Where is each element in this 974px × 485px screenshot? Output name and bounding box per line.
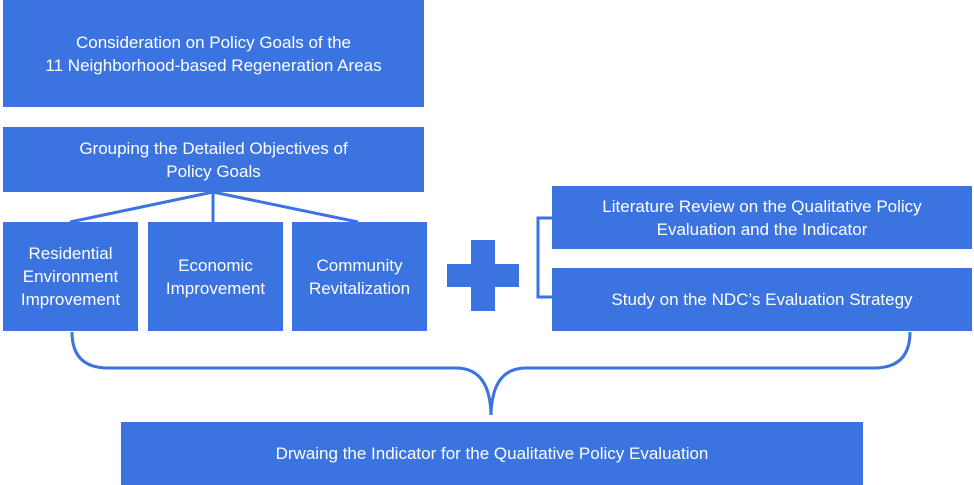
connector-grouping-residential bbox=[69, 190, 214, 224]
literature-review-text: Literature Review on the Qualitative Pol… bbox=[602, 196, 922, 239]
objective-box-economic: Economic Improvement bbox=[148, 222, 283, 331]
objective-text-residential: Residential Environment Improvement bbox=[20, 244, 121, 309]
ndc-strategy-text: Study on the NDC’s Evaluation Strategy bbox=[611, 290, 913, 309]
bottom-curly-brace bbox=[70, 331, 912, 416]
right-boxes-bracket bbox=[536, 216, 552, 299]
ndc-strategy-box: Study on the NDC’s Evaluation Strategy bbox=[552, 268, 972, 331]
literature-review-box: Literature Review on the Qualitative Pol… bbox=[552, 186, 972, 249]
grouping-objectives-text: Grouping the Detailed Objectives of Poli… bbox=[79, 138, 348, 181]
connector-grouping-community bbox=[212, 190, 359, 224]
plus-icon bbox=[447, 240, 519, 311]
policy-goals-consideration-box: Consideration on Policy Goals of the 11 … bbox=[3, 0, 424, 107]
objective-text-economic: Economic Improvement bbox=[165, 255, 266, 298]
objective-text-community: Community Revitalization bbox=[308, 255, 411, 298]
grouping-objectives-box: Grouping the Detailed Objectives of Poli… bbox=[3, 127, 424, 192]
objective-box-community: Community Revitalization bbox=[292, 222, 427, 331]
drawing-indicator-text: Drwaing the Indicator for the Qualitativ… bbox=[275, 444, 709, 463]
objective-box-residential: Residential Environment Improvement bbox=[3, 222, 138, 331]
policy-goals-consideration-text: Consideration on Policy Goals of the 11 … bbox=[45, 32, 382, 75]
drawing-indicator-box: Drwaing the Indicator for the Qualitativ… bbox=[121, 422, 863, 485]
